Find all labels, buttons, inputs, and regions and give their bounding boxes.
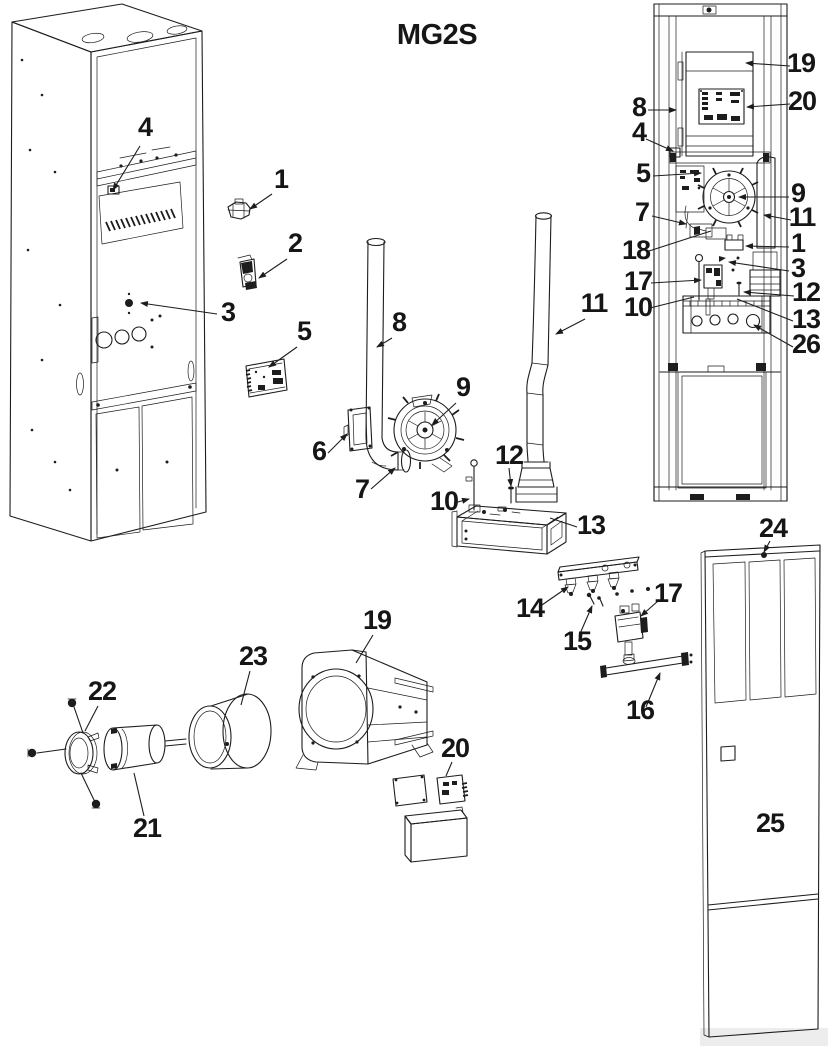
blower-housing-19 xyxy=(295,649,434,771)
part-exhaust-pipe xyxy=(365,237,386,439)
part-inducer-blower xyxy=(387,393,465,473)
callout-asm-exhaust-pipe: 8 xyxy=(632,92,647,122)
callout-inducer: 9 xyxy=(456,372,471,402)
callout-asm-knob: 3 xyxy=(791,253,806,283)
callout-cabinet-knob: 3 xyxy=(221,297,236,327)
leader-lines xyxy=(84,60,795,817)
callout-asm-blower-housing: 19 xyxy=(787,48,816,78)
callout-exhaust-pipe: 8 xyxy=(392,307,407,337)
part-bushing xyxy=(227,198,251,220)
board-kit-20 xyxy=(392,774,469,863)
part-screw-12 xyxy=(508,486,514,504)
part-elbow xyxy=(365,435,412,473)
callout-asm-burner-box: 13 xyxy=(792,304,821,334)
door-louvers xyxy=(712,557,817,704)
callout-screw: 12 xyxy=(495,440,523,470)
callout-asm-latch: 4 xyxy=(632,117,647,147)
callout-asm-control-board: 20 xyxy=(788,86,816,116)
blower-motor-21 xyxy=(103,724,187,771)
callout-blower-board: 20 xyxy=(441,733,469,763)
part-burner-box xyxy=(451,505,567,555)
callout-asm-inducer: 9 xyxy=(791,178,806,208)
callout-gas-valve: 17 xyxy=(654,578,682,608)
burner-fittings xyxy=(564,571,620,596)
callout-blower-housing: 19 xyxy=(363,605,392,635)
callout-mounting-plate: 6 xyxy=(312,436,327,466)
part-manifold xyxy=(557,556,640,596)
callout-door-top: 24 xyxy=(759,513,788,543)
callout-asm-coupling: 18 xyxy=(622,235,651,265)
part-sensor-rod xyxy=(465,459,481,513)
callout-asm-board: 5 xyxy=(636,158,651,188)
callout-sensor-rod: 10 xyxy=(430,486,458,516)
callout-blower-wheel: 23 xyxy=(239,641,268,671)
callout-asm-sight-hole: 26 xyxy=(792,329,821,359)
part-gas-pipe xyxy=(600,652,693,678)
callout-blower-motor: 21 xyxy=(133,813,162,843)
diagram-title: MG2S xyxy=(397,19,477,51)
callout-cabinet-latch: 4 xyxy=(138,112,153,142)
callout-flue-pipe: 11 xyxy=(581,288,609,318)
callout-bushing: 1 xyxy=(274,164,289,194)
callout-asm-screw: 12 xyxy=(792,277,820,307)
callout-door-panel: 25 xyxy=(756,808,785,838)
callout-burner-box: 13 xyxy=(577,510,606,540)
part-control-board xyxy=(245,358,288,398)
part-flue-pipe xyxy=(515,212,558,503)
callout-motor-mount: 22 xyxy=(88,676,116,706)
callout-gas-pipe: 16 xyxy=(626,695,655,725)
callout-asm-flue: 11 xyxy=(789,202,817,232)
callout-asm-valve: 17 xyxy=(624,266,652,296)
callout-control-board: 5 xyxy=(297,316,312,346)
callout-elbow: 7 xyxy=(355,474,369,504)
furnace-assembled-view xyxy=(653,3,788,502)
callout-sensor-bracket: 2 xyxy=(288,228,302,258)
callout-asm-rod: 10 xyxy=(624,292,652,322)
part-gas-valve xyxy=(614,603,648,656)
callout-manifold: 14 xyxy=(516,593,545,623)
front-door-panel xyxy=(700,544,828,1046)
callout-orifice: 15 xyxy=(563,626,592,656)
part-orifices xyxy=(586,587,650,607)
callout-asm-elbow: 7 xyxy=(635,197,649,227)
callout-asm-bushing: 1 xyxy=(791,228,806,258)
blower-wheel-23 xyxy=(188,693,272,770)
cabinet-exploded xyxy=(9,3,207,542)
motor-mount-22 xyxy=(27,698,101,809)
part-mounting-plate xyxy=(343,406,373,452)
part-sensor-bracket xyxy=(237,254,257,290)
asm-board-components xyxy=(700,90,743,121)
